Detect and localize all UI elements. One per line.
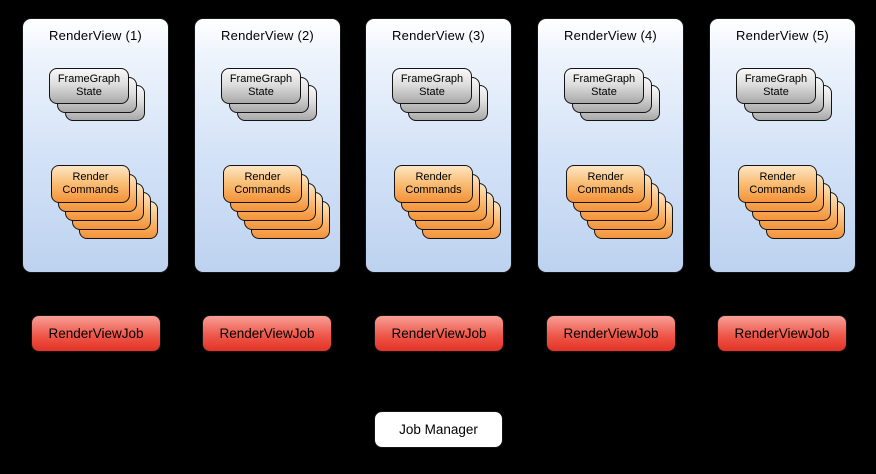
panel-title: RenderView (5) bbox=[736, 28, 829, 43]
render-commands-label: Render Commands bbox=[62, 170, 119, 196]
render-commands-card: Render Commands bbox=[394, 165, 473, 203]
panel-title: RenderView (4) bbox=[564, 28, 657, 43]
renderviewjob-label: RenderViewJob bbox=[48, 326, 144, 341]
render-commands-label: Render Commands bbox=[577, 170, 634, 196]
framegraph-state-card: FrameGraph State bbox=[392, 68, 472, 104]
renderviewjob-box-4: RenderViewJob bbox=[546, 315, 676, 352]
renderviewjob-label: RenderViewJob bbox=[391, 326, 487, 341]
renderviewjob-label: RenderViewJob bbox=[734, 326, 830, 341]
job-manager-label: Job Manager bbox=[399, 422, 478, 437]
render-commands-card: Render Commands bbox=[223, 165, 302, 203]
framegraph-state-card: FrameGraph State bbox=[221, 68, 301, 104]
renderviewjob-label: RenderViewJob bbox=[219, 326, 315, 341]
render-commands-stack: Render Commands bbox=[51, 165, 159, 240]
framegraph-state-label: FrameGraph State bbox=[572, 72, 636, 98]
framegraph-state-card: FrameGraph State bbox=[736, 68, 816, 104]
render-commands-card: Render Commands bbox=[566, 165, 645, 203]
renderview-panel-5: RenderView (5) FrameGraph State Render C… bbox=[709, 18, 856, 273]
framegraph-state-card: FrameGraph State bbox=[49, 68, 129, 104]
panel-title: RenderView (2) bbox=[221, 28, 314, 43]
framegraph-state-card: FrameGraph State bbox=[564, 68, 644, 104]
panel-title: RenderView (3) bbox=[392, 28, 485, 43]
framegraph-state-label: FrameGraph State bbox=[744, 72, 808, 98]
framegraph-state-stack: FrameGraph State bbox=[564, 68, 662, 122]
render-commands-label: Render Commands bbox=[405, 170, 462, 196]
job-manager-box: Job Manager bbox=[374, 411, 503, 448]
framegraph-state-stack: FrameGraph State bbox=[736, 68, 834, 122]
render-commands-card: Render Commands bbox=[738, 165, 817, 203]
render-commands-stack: Render Commands bbox=[738, 165, 846, 240]
renderview-panel-2: RenderView (2) FrameGraph State Render C… bbox=[194, 18, 341, 273]
render-commands-stack: Render Commands bbox=[394, 165, 502, 240]
framegraph-state-label: FrameGraph State bbox=[57, 72, 121, 98]
framegraph-state-stack: FrameGraph State bbox=[221, 68, 319, 122]
render-commands-label: Render Commands bbox=[234, 170, 291, 196]
renderviewjob-label: RenderViewJob bbox=[563, 326, 659, 341]
render-commands-stack: Render Commands bbox=[566, 165, 674, 240]
renderviewjob-box-2: RenderViewJob bbox=[202, 315, 332, 352]
framegraph-state-stack: FrameGraph State bbox=[49, 68, 147, 122]
render-commands-card: Render Commands bbox=[51, 165, 130, 203]
framegraph-state-stack: FrameGraph State bbox=[392, 68, 490, 122]
renderview-panel-3: RenderView (3) FrameGraph State Render C… bbox=[365, 18, 512, 273]
renderview-panel-4: RenderView (4) FrameGraph State Render C… bbox=[537, 18, 684, 273]
framegraph-state-label: FrameGraph State bbox=[400, 72, 464, 98]
render-commands-stack: Render Commands bbox=[223, 165, 331, 240]
framegraph-state-label: FrameGraph State bbox=[229, 72, 293, 98]
renderviewjob-box-5: RenderViewJob bbox=[717, 315, 847, 352]
renderviewjob-box-3: RenderViewJob bbox=[374, 315, 504, 352]
render-commands-label: Render Commands bbox=[749, 170, 806, 196]
panel-title: RenderView (1) bbox=[49, 28, 142, 43]
renderview-panel-1: RenderView (1) FrameGraph State Render C… bbox=[22, 18, 169, 273]
renderviewjob-box-1: RenderViewJob bbox=[31, 315, 161, 352]
